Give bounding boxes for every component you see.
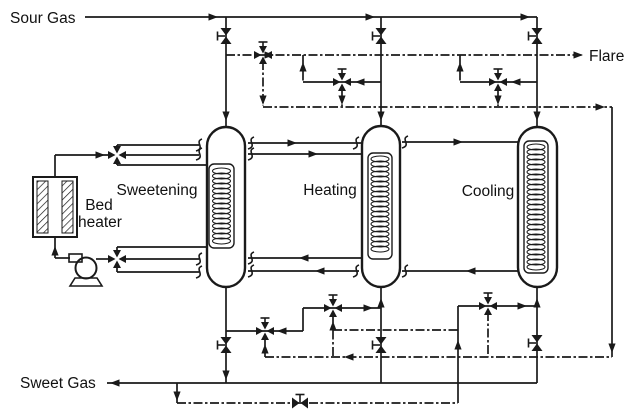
flow-arrow-icon: [365, 13, 375, 21]
flow-arrow-icon: [51, 246, 59, 256]
flow-arrow-icon: [377, 298, 385, 308]
pipe-segment: [205, 125, 247, 289]
label-bed-heater-line1: Bed: [85, 197, 113, 214]
outlet-valve-sweetening: [216, 336, 233, 354]
valves: [108, 27, 544, 410]
regen-supply-valve: [108, 146, 126, 164]
flow-arrow-icon: [277, 327, 287, 335]
flow-arrow-icon: [533, 111, 541, 121]
sour-gas-inlet-valve-sweetening: [216, 27, 233, 45]
bottom-crossover-valve-sweetening: [256, 318, 274, 340]
bottom-crossover-valve-heating: [324, 295, 342, 317]
coil-icon: [370, 155, 390, 253]
vessel-cooling: [516, 125, 559, 289]
flow-arrow-icon: [533, 298, 541, 308]
flow-arrow-icon: [329, 321, 337, 331]
label-vessel-cooling: Cooling: [462, 183, 515, 200]
flow-arrow-icon: [110, 379, 120, 387]
flow-arrow-icon: [222, 370, 230, 380]
pump-outlet-icon: [68, 253, 83, 263]
bottom-crossover-valve-cooling: [479, 293, 497, 315]
recycle-line-valve: [291, 393, 309, 410]
flow-arrow-icon: [466, 267, 476, 275]
coil-housing-icon: [523, 140, 549, 274]
label-vessel-sweetening: Sweetening: [116, 182, 197, 199]
regen-pump: [68, 253, 104, 287]
label-sour-gas: Sour Gas: [10, 10, 76, 27]
labels: Sour Gas Flare Sweet Gas Sweetening Heat…: [10, 10, 624, 392]
flow-arrow-icon: [456, 62, 464, 72]
flow-arrow-icon: [299, 254, 309, 262]
flow-arrow-icon: [222, 111, 230, 121]
line-break-icon: [195, 147, 203, 161]
flare-crossover-valve-sweetening: [254, 42, 272, 64]
flow-arrow-icon: [595, 103, 605, 111]
flow-arrow-icon: [344, 353, 354, 361]
sour-gas-inlet-valve-heating: [371, 27, 388, 45]
flare-crossover-valve-cooling: [489, 69, 507, 91]
flow-arrow-icon: [261, 344, 269, 354]
label-vessel-heating: Heating: [303, 182, 356, 199]
sour-gas-inlet-valve-cooling: [527, 27, 544, 45]
flow-arrow-icon: [315, 267, 325, 275]
flow-arrow-icon: [573, 51, 583, 59]
flow-arrow-icon: [308, 150, 318, 158]
flow-arrow-icon: [259, 95, 267, 105]
coil-housing-icon: [208, 163, 235, 249]
bed-heater: [32, 176, 78, 238]
flow-arrow-icon: [338, 95, 346, 105]
flow-arrow-icon: [95, 151, 105, 159]
label-bed-heater-line2: heater: [78, 214, 122, 231]
flow-arrow-icon: [454, 340, 462, 350]
flow-arrow-icon: [511, 78, 521, 86]
flow-arrow-icon: [287, 139, 297, 147]
coil-icon: [526, 143, 546, 271]
pipe-segment: [516, 125, 559, 289]
label-flare: Flare: [589, 48, 624, 65]
outlet-valve-cooling: [527, 334, 544, 352]
flow-arrow-icon: [494, 95, 502, 105]
flow-arrow-icon: [355, 78, 365, 86]
pump-body-icon: [74, 256, 98, 280]
flare-crossover-valve-heating: [333, 69, 351, 91]
flow-arrow-icon: [377, 111, 385, 121]
heater-hatch-icon: [36, 180, 49, 234]
flow-arrow-icon: [517, 302, 527, 310]
vessel-heating: [360, 124, 402, 289]
flow-arrow-icon: [453, 138, 463, 146]
pump-base-icon: [68, 277, 104, 287]
flow-arrow-icon: [520, 13, 530, 21]
flow-arrow-icon: [299, 62, 307, 72]
label-sweet-gas: Sweet Gas: [20, 375, 96, 392]
vessel-sweetening: [205, 125, 247, 289]
coil-housing-icon: [367, 152, 393, 260]
coil-icon: [211, 167, 232, 245]
flow-arrow-icon: [173, 391, 181, 401]
regen-return-valve: [108, 250, 126, 268]
heater-hatch-icon: [61, 180, 74, 234]
outlet-valve-heating: [371, 336, 388, 354]
flow-arrow-icon: [608, 343, 616, 353]
flow-arrow-icon: [363, 304, 373, 312]
flow-arrow-icon: [208, 13, 218, 21]
